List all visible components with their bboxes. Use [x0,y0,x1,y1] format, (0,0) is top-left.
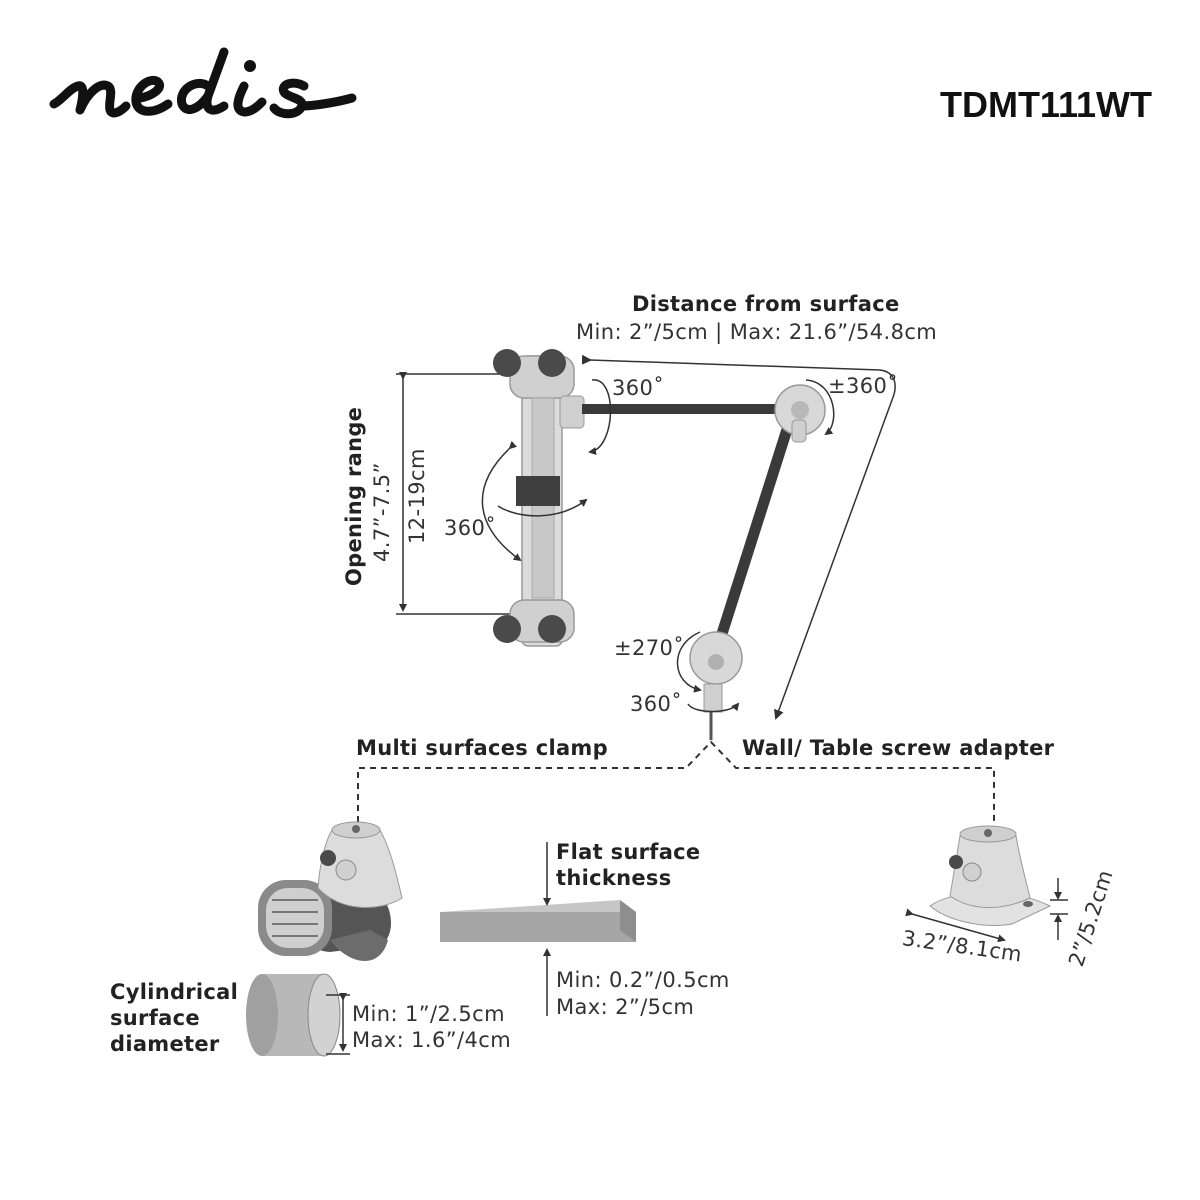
rotation-elbow-label: ±360˚ [828,374,899,398]
clamp-mount [258,821,403,962]
rotation-arrow-holder-middle [481,440,522,562]
rotation-base-swivel-label: 360˚ [630,692,683,716]
arm-upper [582,404,778,414]
opening-range-title: Opening range [342,406,366,586]
cylinder-title-line3: diameter [110,1032,220,1056]
flat-title-line2: thickness [556,866,672,890]
rotation-arrow-elbow [805,379,835,436]
cylinder-min: Min: 1”/2.5cm [352,1002,505,1026]
tablet-holder [493,349,585,647]
cylinder-title-line2: surface [110,1006,200,1030]
holder-knob-top-left [493,349,521,377]
flat-surface-block [440,900,636,942]
cylinder-title-line1: Cylindrical [110,980,239,1004]
rotation-arrow-holder-middle-ring [497,498,588,517]
opening-range-cm: 12-19cm [405,448,429,544]
holder-knob-bottom-right [538,615,566,643]
screw-adapter-label: Wall/ Table screw adapter [742,736,1055,760]
distance-range: Min: 2”/5cm | Max: 21.6”/54.8cm [576,320,938,344]
rotation-holder-middle-label: 360˚ [444,516,497,540]
model-number: TDMT111WT [939,84,1152,125]
nedis-logo [49,47,357,119]
cylinder-dimension [326,993,350,1055]
flat-title-line1: Flat surface [556,840,701,864]
adapter-dimensions [905,878,1068,943]
holder-knob-top-right [538,349,566,377]
flat-min: Min: 0.2”/0.5cm [556,968,730,992]
flat-max: Max: 2”/5cm [556,995,695,1019]
rotation-holder-top-label: 360˚ [612,376,665,400]
elbow-joint [774,384,826,443]
rotation-base-joint-label: ±270˚ [614,636,685,660]
holder-knob-bottom-left [493,615,521,643]
clamp-label: Multi surfaces clamp [356,736,608,760]
cylinder-shape [246,973,341,1057]
screw-adapter-mount [929,825,1052,926]
arm-lower [714,418,796,642]
distance-title: Distance from surface [632,292,900,316]
cylinder-max: Max: 1.6”/4cm [352,1028,512,1052]
opening-range-inch: 4.7”-7.5” [370,462,394,562]
base-joint [689,631,743,740]
distance-dimension-line [581,354,896,720]
rotation-arrow-holder-top [588,379,612,456]
mount-connector-line [357,740,995,822]
